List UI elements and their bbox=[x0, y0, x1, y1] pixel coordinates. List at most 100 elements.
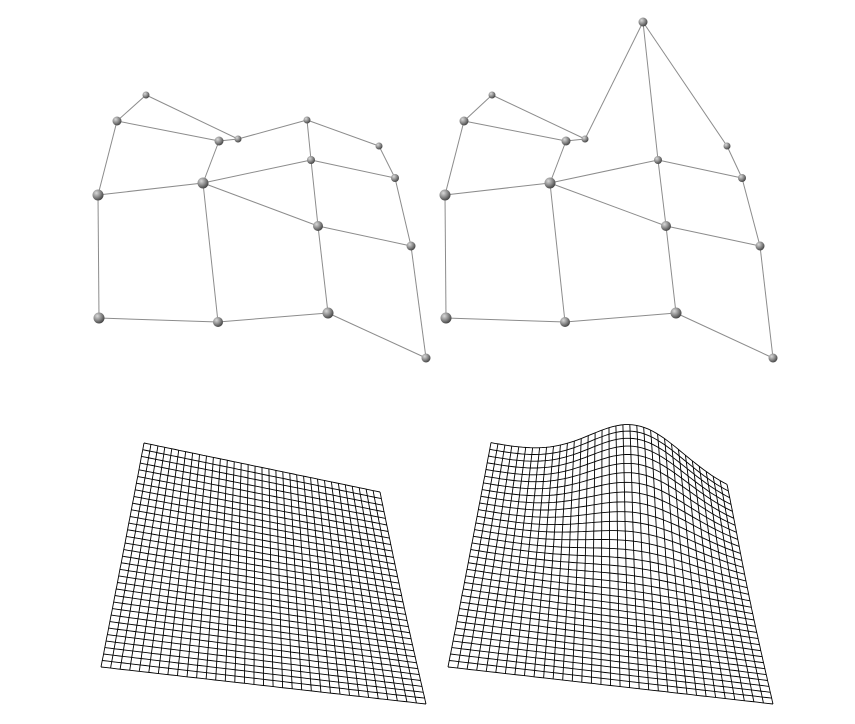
surface-original-line bbox=[137, 476, 387, 526]
surface-original-line bbox=[124, 542, 401, 590]
control-net-modified-edge bbox=[463, 120, 567, 142]
surface-original-line bbox=[106, 640, 421, 681]
surface-original-line bbox=[136, 482, 389, 532]
control-net-original-vertex bbox=[214, 136, 224, 146]
surface-modified-line bbox=[461, 595, 759, 640]
surface-modified-line bbox=[726, 484, 774, 705]
control-net-modified-edge bbox=[444, 182, 551, 196]
surface-modified-line bbox=[470, 549, 749, 595]
surface-original-line bbox=[135, 489, 390, 539]
surface-original-line bbox=[127, 529, 398, 578]
surface-modified-line bbox=[447, 442, 492, 668]
control-net-modified-vertex bbox=[459, 116, 469, 126]
control-net-original-vertex bbox=[142, 91, 150, 99]
surface-modified-line bbox=[469, 555, 751, 602]
surface-modified-line bbox=[458, 614, 763, 658]
surface-original-line bbox=[108, 627, 418, 670]
control-net-modified-edge bbox=[444, 120, 465, 196]
surface-original-line bbox=[121, 562, 405, 609]
control-net-modified-edge bbox=[549, 182, 667, 227]
control-net-modified-vertex bbox=[638, 17, 648, 27]
control-net-modified-vertex bbox=[768, 353, 778, 363]
control-net-modified-edge bbox=[445, 317, 566, 323]
surface-modified-line bbox=[454, 634, 767, 676]
surface-original-line bbox=[117, 582, 409, 628]
control-net-original bbox=[92, 91, 431, 363]
control-net-original-edge bbox=[394, 177, 412, 247]
surface-original-line bbox=[103, 653, 424, 693]
surface-original-line bbox=[122, 555, 404, 603]
control-net-original-edge bbox=[237, 119, 308, 140]
control-net-modified-vertex bbox=[488, 91, 496, 99]
surface-modified-line bbox=[483, 472, 736, 526]
control-net-modified-edge bbox=[665, 225, 761, 247]
surface-modified-line bbox=[450, 653, 771, 693]
surface-modified-line bbox=[488, 437, 730, 499]
control-net-modified-edge bbox=[759, 245, 774, 359]
surface-original-line bbox=[130, 516, 395, 565]
control-net-modified-vertex bbox=[654, 156, 662, 164]
surface-original-line bbox=[100, 442, 145, 668]
surface-modified-line bbox=[650, 430, 669, 693]
surface-modified-line bbox=[477, 515, 743, 561]
control-net-original-vertex bbox=[234, 135, 242, 143]
surface-modified-line bbox=[622, 424, 631, 688]
control-net-modified-edge bbox=[726, 145, 743, 179]
control-net-modified-edge bbox=[491, 94, 586, 140]
control-net-original-edge bbox=[317, 225, 412, 247]
control-net-original-edge bbox=[202, 182, 219, 323]
surface-original-line bbox=[282, 471, 293, 689]
control-net-modified-vertex bbox=[560, 317, 570, 327]
control-net-original-edge bbox=[217, 312, 329, 323]
control-net-original-vertex bbox=[322, 307, 334, 319]
control-net-original-vertex bbox=[93, 312, 105, 324]
surface-modified-line bbox=[466, 568, 753, 615]
surface-original-line bbox=[275, 470, 284, 688]
surface-original-line bbox=[100, 666, 427, 705]
surface-modified-line bbox=[478, 509, 741, 554]
surface-original-line bbox=[132, 502, 393, 552]
control-net-modified-edge bbox=[642, 21, 728, 147]
control-net-modified-edge bbox=[463, 94, 493, 122]
surface-modified-line bbox=[473, 535, 747, 582]
surface-modified-line bbox=[643, 427, 659, 691]
control-net-original-vertex bbox=[112, 116, 122, 126]
control-net-modified-vertex bbox=[439, 189, 451, 201]
control-net-original-edge bbox=[310, 159, 396, 179]
control-net-original-vertex bbox=[307, 156, 315, 164]
surface-modified bbox=[447, 424, 774, 705]
surface-modified-line bbox=[479, 501, 740, 547]
surface-modified-line bbox=[475, 522, 744, 568]
surface-modified-line bbox=[464, 582, 756, 627]
control-net-modified-edge bbox=[584, 21, 644, 140]
control-net-original-vertex bbox=[406, 241, 416, 251]
control-net-original-edge bbox=[116, 120, 220, 142]
control-net-original-edge bbox=[97, 120, 118, 196]
surface-modified-line bbox=[447, 666, 774, 705]
surface-original-line bbox=[102, 660, 425, 699]
control-net-modified-edge bbox=[444, 194, 447, 319]
surface-modified-line bbox=[468, 562, 752, 608]
surface-original-line bbox=[133, 496, 391, 546]
control-net-modified-edge bbox=[549, 182, 566, 323]
control-net-modified-edge bbox=[549, 140, 567, 184]
control-net-original-edge bbox=[97, 182, 204, 196]
surface-modified-line bbox=[487, 445, 732, 505]
control-net-modified-edge bbox=[665, 225, 677, 314]
control-net-modified-edge bbox=[657, 159, 667, 227]
control-net-modified-vertex bbox=[581, 135, 589, 143]
surface-modified-line bbox=[482, 481, 737, 533]
control-net-modified bbox=[439, 17, 778, 363]
surface-original-line bbox=[289, 473, 303, 690]
surface-original-line bbox=[344, 484, 379, 699]
surface-modified-line bbox=[460, 601, 760, 646]
surface-original-line bbox=[113, 601, 413, 646]
control-net-original-edge bbox=[202, 182, 319, 227]
surface-original-line bbox=[131, 509, 394, 558]
control-net-original-edge bbox=[317, 225, 329, 314]
control-net-modified-edge bbox=[642, 21, 659, 161]
surface-modified-line bbox=[455, 627, 765, 670]
control-net-original-vertex bbox=[92, 189, 104, 201]
surface-modified-line bbox=[484, 462, 734, 519]
